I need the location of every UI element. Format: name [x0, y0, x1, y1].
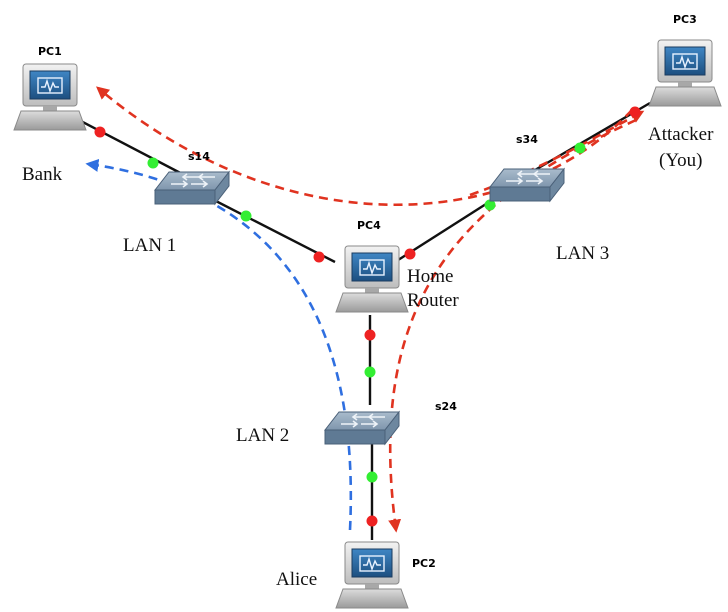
port-dot-green: [574, 142, 586, 154]
link-pc1-s14: [74, 116, 191, 180]
link-s14-router: [209, 196, 336, 264]
port-dot-green: [364, 366, 376, 378]
s24-name-label: s24: [435, 400, 457, 413]
port-dot-green: [484, 199, 496, 211]
traffic-flows: [85, 86, 645, 533]
flow-alice-to-bank: [85, 158, 353, 531]
computer-icon: [13, 63, 87, 131]
router-label-line2: Router: [407, 290, 459, 311]
port-dot-red: [366, 515, 378, 527]
computer-icon: [335, 541, 409, 609]
attacker-label-line2: (You): [659, 150, 702, 171]
s34-name-label: s34: [516, 133, 538, 146]
lan3-label: LAN 3: [556, 243, 609, 264]
port-dot-red: [629, 106, 641, 118]
port-dot-red: [94, 126, 106, 138]
network-switch-icon: [154, 171, 230, 205]
port-indicators: [94, 106, 641, 527]
alice-label: Alice: [276, 569, 317, 590]
port-dot-red: [404, 248, 416, 260]
computer-icon: [335, 245, 409, 313]
pc1-name-label: PC1: [38, 45, 62, 58]
port-dot-red: [313, 251, 325, 263]
lan2-label: LAN 2: [236, 425, 289, 446]
lan1-label: LAN 1: [123, 235, 176, 256]
flow-attacker-to-alice: [388, 118, 637, 533]
bank-label: Bank: [22, 164, 63, 185]
pc2-name-label: PC2: [412, 557, 436, 570]
flow-attacker-return: [469, 110, 645, 197]
attacker-label-line1: Attacker: [648, 124, 714, 145]
network-switch-icon: [324, 411, 400, 445]
s14-name-label: s14: [188, 150, 210, 163]
flow-attacker-to-bank: [96, 86, 633, 207]
network-switch-icon: [489, 168, 565, 202]
port-dot-green: [147, 157, 159, 169]
router-label-line1: Home: [407, 266, 453, 287]
port-dot-green: [240, 210, 252, 222]
computer-icon: [648, 39, 722, 107]
pc3-name-label: PC3: [673, 13, 697, 26]
port-dot-red: [364, 329, 376, 341]
port-dot-green: [366, 471, 378, 483]
pc4-name-label: PC4: [357, 219, 381, 232]
